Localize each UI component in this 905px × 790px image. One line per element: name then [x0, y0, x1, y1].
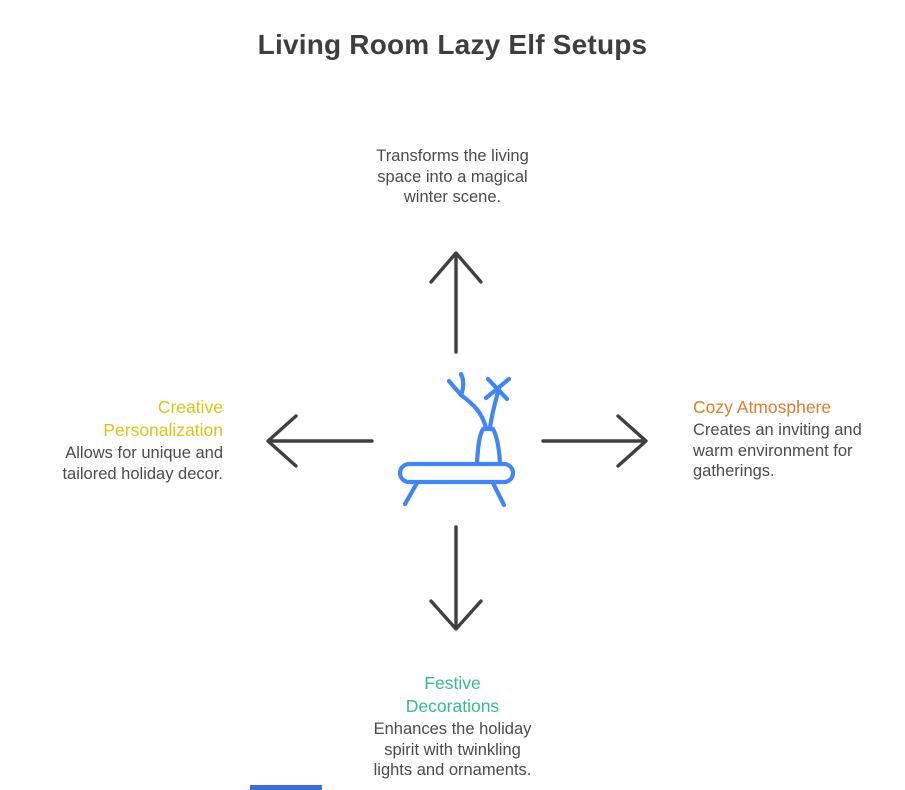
bottom-accent-bar: [250, 785, 322, 790]
vase-with-branches-on-table-icon: [397, 371, 516, 508]
node-bottom: Festive Decorations Enhances the holiday…: [0, 672, 905, 781]
node-top-description: Transforms the living space into a magic…: [376, 147, 529, 206]
node-top: Transforms the living space into a magic…: [0, 146, 905, 208]
up-arrow-icon: [429, 251, 483, 354]
node-right-description: Creates an inviting and warm environment…: [693, 421, 862, 480]
node-bottom-description: Enhances the holiday spirit with twinkli…: [373, 720, 532, 779]
node-bottom-title: Festive Decorations: [405, 673, 500, 716]
down-arrow-icon: [429, 525, 483, 631]
node-right-title: Cozy Atmosphere: [693, 397, 832, 417]
page-title: Living Room Lazy Elf Setups: [257, 29, 648, 60]
node-left-description: Allows for unique and tailored holiday d…: [62, 444, 223, 483]
node-right: Cozy Atmosphere Creates an inviting and …: [693, 396, 905, 482]
left-arrow-icon: [266, 414, 374, 468]
node-left-title: Creative Personalization: [103, 397, 223, 440]
node-left: Creative Personalization Allows for uniq…: [0, 396, 223, 484]
right-arrow-icon: [541, 414, 648, 468]
